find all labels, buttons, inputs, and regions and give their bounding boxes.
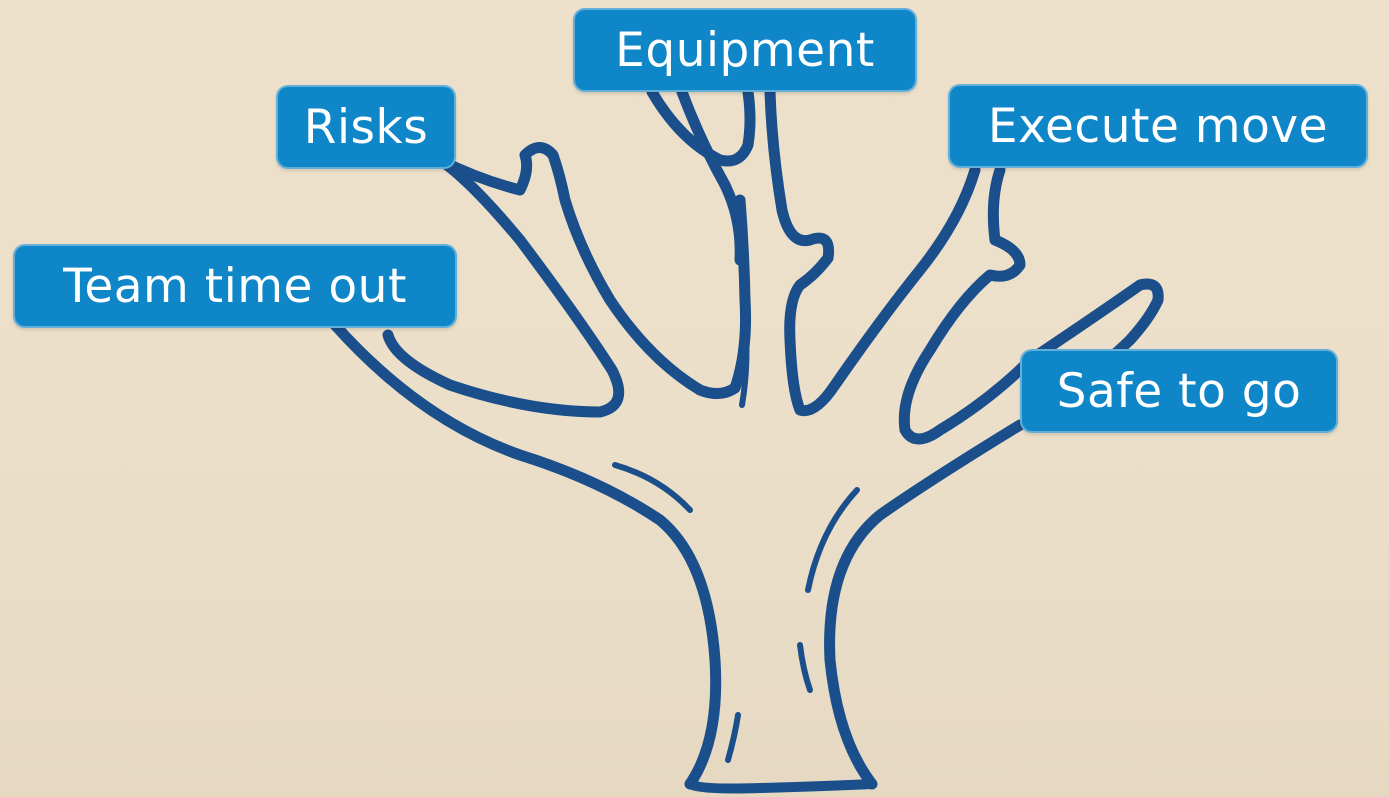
trunk-base	[685, 779, 877, 794]
label-team-time-out: Team time out	[13, 244, 457, 328]
label-risks: Risks	[276, 85, 456, 169]
bark-detail-1	[612, 462, 693, 513]
bark-detail-4	[739, 327, 750, 408]
label-safe-to-go: Safe to go	[1020, 349, 1338, 433]
label-equipment: Equipment	[573, 8, 917, 92]
bark-detail-5	[725, 712, 741, 763]
bark-detail-3	[797, 642, 813, 693]
branch-equipment-right	[764, 86, 981, 417]
label-execute-move: Execute move	[948, 84, 1368, 168]
bark-detail-2	[805, 487, 860, 593]
trunk-left-outline	[329, 319, 722, 790]
branch-execute	[898, 164, 1036, 445]
branch-equipment-left	[646, 86, 756, 167]
branch-equipment-stem	[676, 86, 746, 266]
branch-team-inner	[382, 154, 625, 418]
trunk-right-outline	[824, 419, 1026, 790]
branch-risks-twig	[434, 142, 752, 399]
